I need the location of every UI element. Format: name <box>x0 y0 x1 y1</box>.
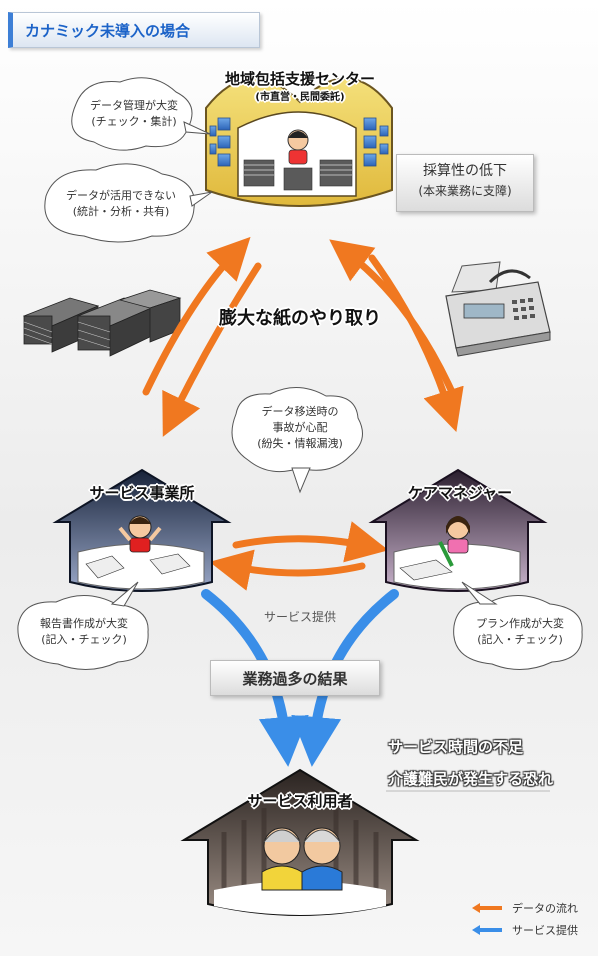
bubble-data-management-text: データ管理が大変 (チェック・集計) <box>90 99 178 128</box>
bubble-report-writing <box>17 581 149 670</box>
center-sub: (市直営・民間委託) <box>255 92 345 103</box>
data-flow-arrows <box>142 236 464 591</box>
page-title: カナミック未導入の場合 <box>8 12 260 48</box>
bubble-plan-writing <box>453 581 583 670</box>
provider-name: サービス事業所 <box>89 484 195 502</box>
bubble-transfer-worry-text: データ移送時の 事故が心配 (紛失・情報漏洩) <box>257 405 343 450</box>
profitability-callout: 採算性の低下 (本来業務に支障) <box>396 154 534 212</box>
bubble-data-management <box>71 77 211 151</box>
fax-icon <box>445 261 551 357</box>
blue-arrow-icon <box>472 925 502 935</box>
user-name: サービス利用者 <box>247 792 353 810</box>
paper-stacks-icon <box>22 289 182 357</box>
support-center-building <box>205 77 393 207</box>
caremanager-name: ケアマネジャー <box>407 484 513 502</box>
legend-data-flow: データの流れ <box>470 900 578 916</box>
result-shortage-text: サービス時間の不足 <box>388 738 524 756</box>
legend: データの流れ サービス提供 <box>470 900 578 938</box>
bubble-plan-writing-text: プラン作成が大変 (記入・チェック) <box>476 617 564 646</box>
bubble-transfer-worry <box>231 387 363 494</box>
service-provision-label: サービス提供 <box>263 610 336 624</box>
provider-house <box>52 468 232 592</box>
legend-service: サービス提供 <box>470 922 578 938</box>
service-arrows <box>201 589 399 767</box>
user-house <box>180 768 420 916</box>
bubble-data-unusable <box>44 163 213 243</box>
result-label: 業務過多の結果 <box>210 660 380 696</box>
bubble-report-writing-text: 報告書作成が大変 (記入・チェック) <box>40 617 128 646</box>
bubble-data-unusable-text: データが活用できない (統計・分析・共有) <box>66 189 176 218</box>
caremanager-house <box>368 468 548 592</box>
result-refugee-text: 介護難民が発生する恐れ <box>388 770 554 788</box>
orange-arrow-icon <box>472 903 502 913</box>
center-name: 地域包括支援センター <box>224 70 375 88</box>
paper-exchange-label: 膨大な紙のやり取り <box>219 308 381 329</box>
